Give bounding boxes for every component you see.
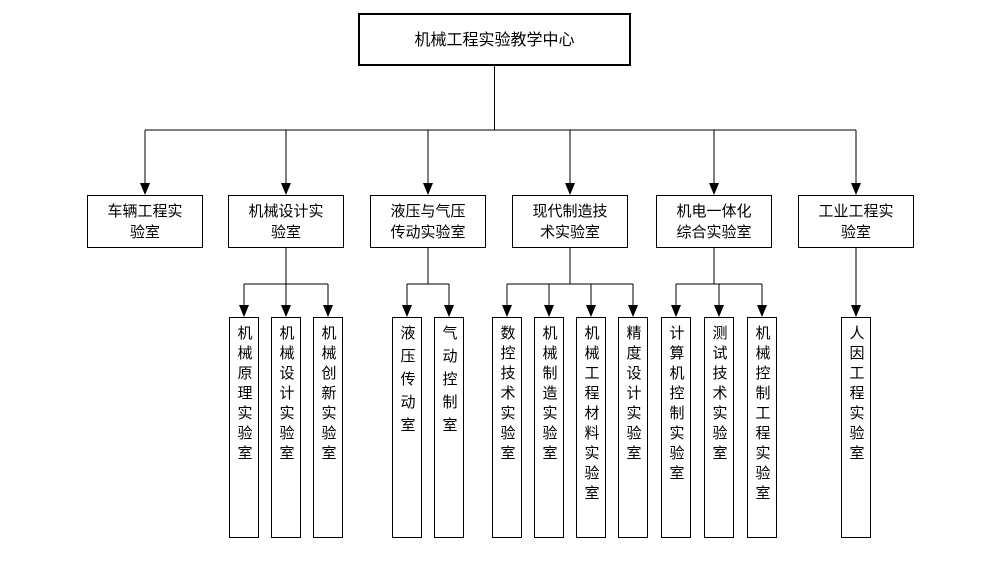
leaf-label: 精度设计实验室 — [624, 325, 643, 465]
leaf-label: 机械设计实验室 — [277, 325, 296, 465]
leaf-label: 液压传动室 — [398, 325, 417, 440]
root-node: 机械工程实验教学中心 — [358, 13, 631, 66]
leaf-human-factors-lab: 人因工程实验室 — [841, 317, 871, 538]
leaf-nc-technology-lab: 数控技术实验室 — [492, 317, 522, 538]
node-mechatronics-lab: 机电一体化综合实验室 — [656, 195, 772, 248]
leaf-label: 气动控制室 — [440, 325, 459, 440]
leaf-hydraulic-transmission-room: 液压传动室 — [392, 317, 422, 538]
leaf-mechanical-innovation-lab: 机械创新实验室 — [313, 317, 343, 538]
leaf-label: 机械工程材料实验室 — [582, 325, 601, 505]
leaf-label: 机械创新实验室 — [319, 325, 338, 465]
node-mechanical-design-lab: 机械设计实验室 — [228, 195, 344, 248]
root-node-label: 机械工程实验教学中心 — [414, 29, 575, 49]
leaf-computer-control-lab: 计算机控制实验室 — [661, 317, 691, 538]
leaf-pneumatic-control-room: 气动控制室 — [434, 317, 464, 538]
leaf-label: 机械制造实验室 — [540, 325, 559, 465]
node-modern-manufacturing-lab: 现代制造技术实验室 — [512, 195, 628, 248]
node-label: 现代制造技术实验室 — [532, 202, 608, 241]
node-label: 机电一体化综合实验室 — [676, 202, 752, 241]
leaf-label: 计算机控制实验室 — [667, 325, 686, 485]
node-vehicle-engineering-lab: 车辆工程实验室 — [87, 195, 203, 248]
leaf-mechanism-theory-lab: 机械原理实验室 — [229, 317, 259, 538]
leaf-engineering-materials-lab: 机械工程材料实验室 — [576, 317, 606, 538]
leaf-mechanical-design-sub-lab: 机械设计实验室 — [271, 317, 301, 538]
leaf-label: 人因工程实验室 — [847, 325, 866, 465]
node-hydraulic-pneumatic-lab: 液压与气压传动实验室 — [370, 195, 486, 248]
leaf-test-technology-lab: 测试技术实验室 — [704, 317, 734, 538]
leaf-label: 机械控制工程实验室 — [753, 325, 772, 505]
node-label: 机械设计实验室 — [248, 202, 324, 241]
arrowheads — [140, 183, 861, 317]
leaf-label: 机械原理实验室 — [235, 325, 254, 465]
node-label: 车辆工程实验室 — [107, 202, 183, 241]
leaf-label: 测试技术实验室 — [710, 325, 729, 465]
leaf-precision-design-lab: 精度设计实验室 — [618, 317, 648, 538]
leaf-control-engineering-lab: 机械控制工程实验室 — [747, 317, 777, 538]
node-industrial-engineering-lab: 工业工程实验室 — [798, 195, 914, 248]
node-label: 工业工程实验室 — [818, 202, 894, 241]
leaf-machinery-manufacturing-lab: 机械制造实验室 — [534, 317, 564, 538]
leaf-label: 数控技术实验室 — [498, 325, 517, 465]
node-label: 液压与气压传动实验室 — [390, 202, 466, 241]
